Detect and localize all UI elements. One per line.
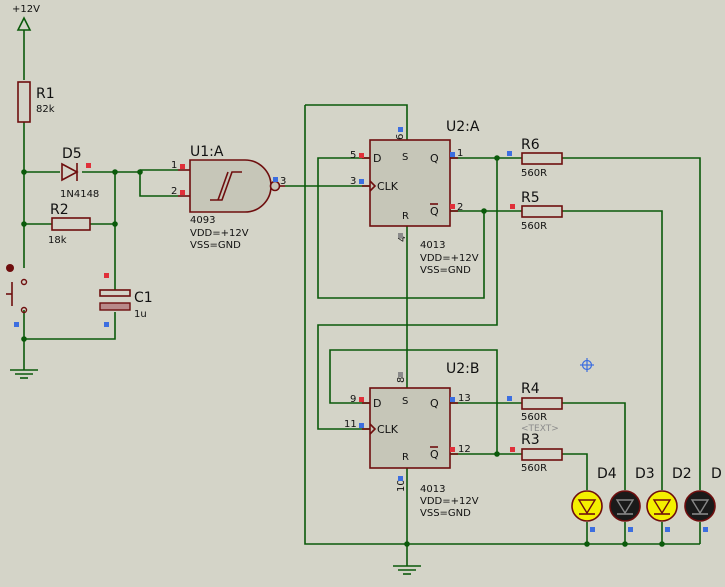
resistor-r6[interactable]: R6 560R [507,137,563,179]
u2a-pin-name-q: Q [430,152,439,165]
u2b-part: 4013 [420,484,445,495]
diode-d5[interactable]: D5 1N4148 [60,146,99,200]
r1-ref: R1 [36,86,55,102]
r4-ref: R4 [521,381,540,397]
u2b-ref: U2:B [446,361,479,377]
u2a-vss: VSS=GND [420,265,471,276]
power-terminal[interactable]: +12V [12,4,40,31]
r4-value: 560R [521,412,547,423]
led-d2[interactable]: D2 [646,466,692,532]
u2a-pin-qbar: 2 [457,202,463,213]
r3-value: 560R [521,463,547,474]
r6-value: 560R [521,168,547,179]
u2b-pin-r: 10 [396,479,407,492]
r3-ref: R3 [521,432,540,448]
u2a-part: 4013 [420,240,445,251]
junctions [21,155,665,547]
u2b-pin-q: 13 [458,393,471,404]
u2a-pin-name-clk: CLK [377,180,399,193]
r2-value: 18k [48,235,67,246]
flip-flop-u2b[interactable]: D CLK S R Q Q 9 11 8 10 13 12 U2:B 4013 … [344,361,479,519]
c1-value: 1u [134,309,147,320]
u2b-vdd: VDD=+12V [420,496,479,507]
u1a-pin-out: 3 [280,176,286,187]
u2a-pin-name-r: R [402,211,409,222]
u1a-ref: U1:A [190,144,224,160]
nand-gate-u1a[interactable]: U1:A 1 2 3 4093 VDD=+12V VSS=GND [171,144,286,251]
u2a-ref: U2:A [446,119,480,135]
u2a-pin-r: 4 [397,236,408,242]
u2a-pin-clk: 3 [350,176,356,187]
u2a-pin-s: 6 [395,134,406,140]
flip-flop-u2a[interactable]: D CLK S R Q Q 5 3 6 4 1 2 U2:A 4013 VDD=… [350,119,480,276]
u2a-pin-d: 5 [350,150,356,161]
d2-ref: D2 [672,466,692,482]
power-label: +12V [12,4,40,15]
u1a-pin-in1: 1 [171,160,177,171]
u2b-pin-s: 8 [396,377,407,383]
u1a-part: 4093 [190,215,215,226]
u2b-pin-name-qbar: Q [430,448,439,461]
resistor-r2[interactable]: R2 18k [48,202,91,246]
u2b-pin-clk: 11 [344,419,357,430]
led-d1[interactable]: D [684,466,722,532]
led-d3[interactable]: D3 [609,466,655,532]
u2b-pin-name-r: R [402,452,409,463]
r6-ref: R6 [521,137,540,153]
resistor-r5[interactable]: R5 560R [510,190,563,232]
u2b-pin-name-q: Q [430,397,439,410]
resistor-r4[interactable]: R4 560R <TEXT> [507,381,563,434]
c1-ref: C1 [134,290,153,306]
r5-value: 560R [521,221,547,232]
r1-value: 82k [36,104,55,115]
u1a-pin-in2: 2 [171,186,177,197]
crosshair-cursor-icon [580,358,594,372]
r2-ref: R2 [50,202,69,218]
d3-ref: D3 [635,466,655,482]
u2a-pin-name-s: S [402,152,408,163]
push-button[interactable] [6,264,28,327]
d5-value: 1N4148 [60,189,99,200]
u2b-pin-qbar: 12 [458,444,471,455]
ground-symbol [393,565,421,575]
d1-ref: D [711,466,722,482]
u2a-pin-name-qbar: Q [430,205,439,218]
u2a-pin-name-d: D [373,152,381,165]
ground-symbol [10,366,38,379]
r5-ref: R5 [521,190,540,206]
u2b-vss: VSS=GND [420,508,471,519]
u2b-pin-name-s: S [402,396,408,407]
resistor-r3[interactable]: R3 560R [510,432,563,474]
u2b-pin-name-d: D [373,397,381,410]
u2b-pin-name-clk: CLK [377,423,399,436]
u2b-pin-d: 9 [350,394,356,405]
d5-ref: D5 [62,146,82,162]
r4-placeholder: <TEXT> [521,424,559,434]
u2a-pin-q: 1 [457,148,463,159]
capacitor-c1[interactable]: C1 1u [99,273,153,327]
resistor-r1[interactable]: R1 82k [17,81,55,123]
wires [23,30,701,566]
u1a-vdd: VDD=+12V [190,228,249,239]
led-d4[interactable]: D4 [571,466,617,532]
u2a-vdd: VDD=+12V [420,253,479,264]
d4-ref: D4 [597,466,617,482]
u1a-vss: VSS=GND [190,240,241,251]
